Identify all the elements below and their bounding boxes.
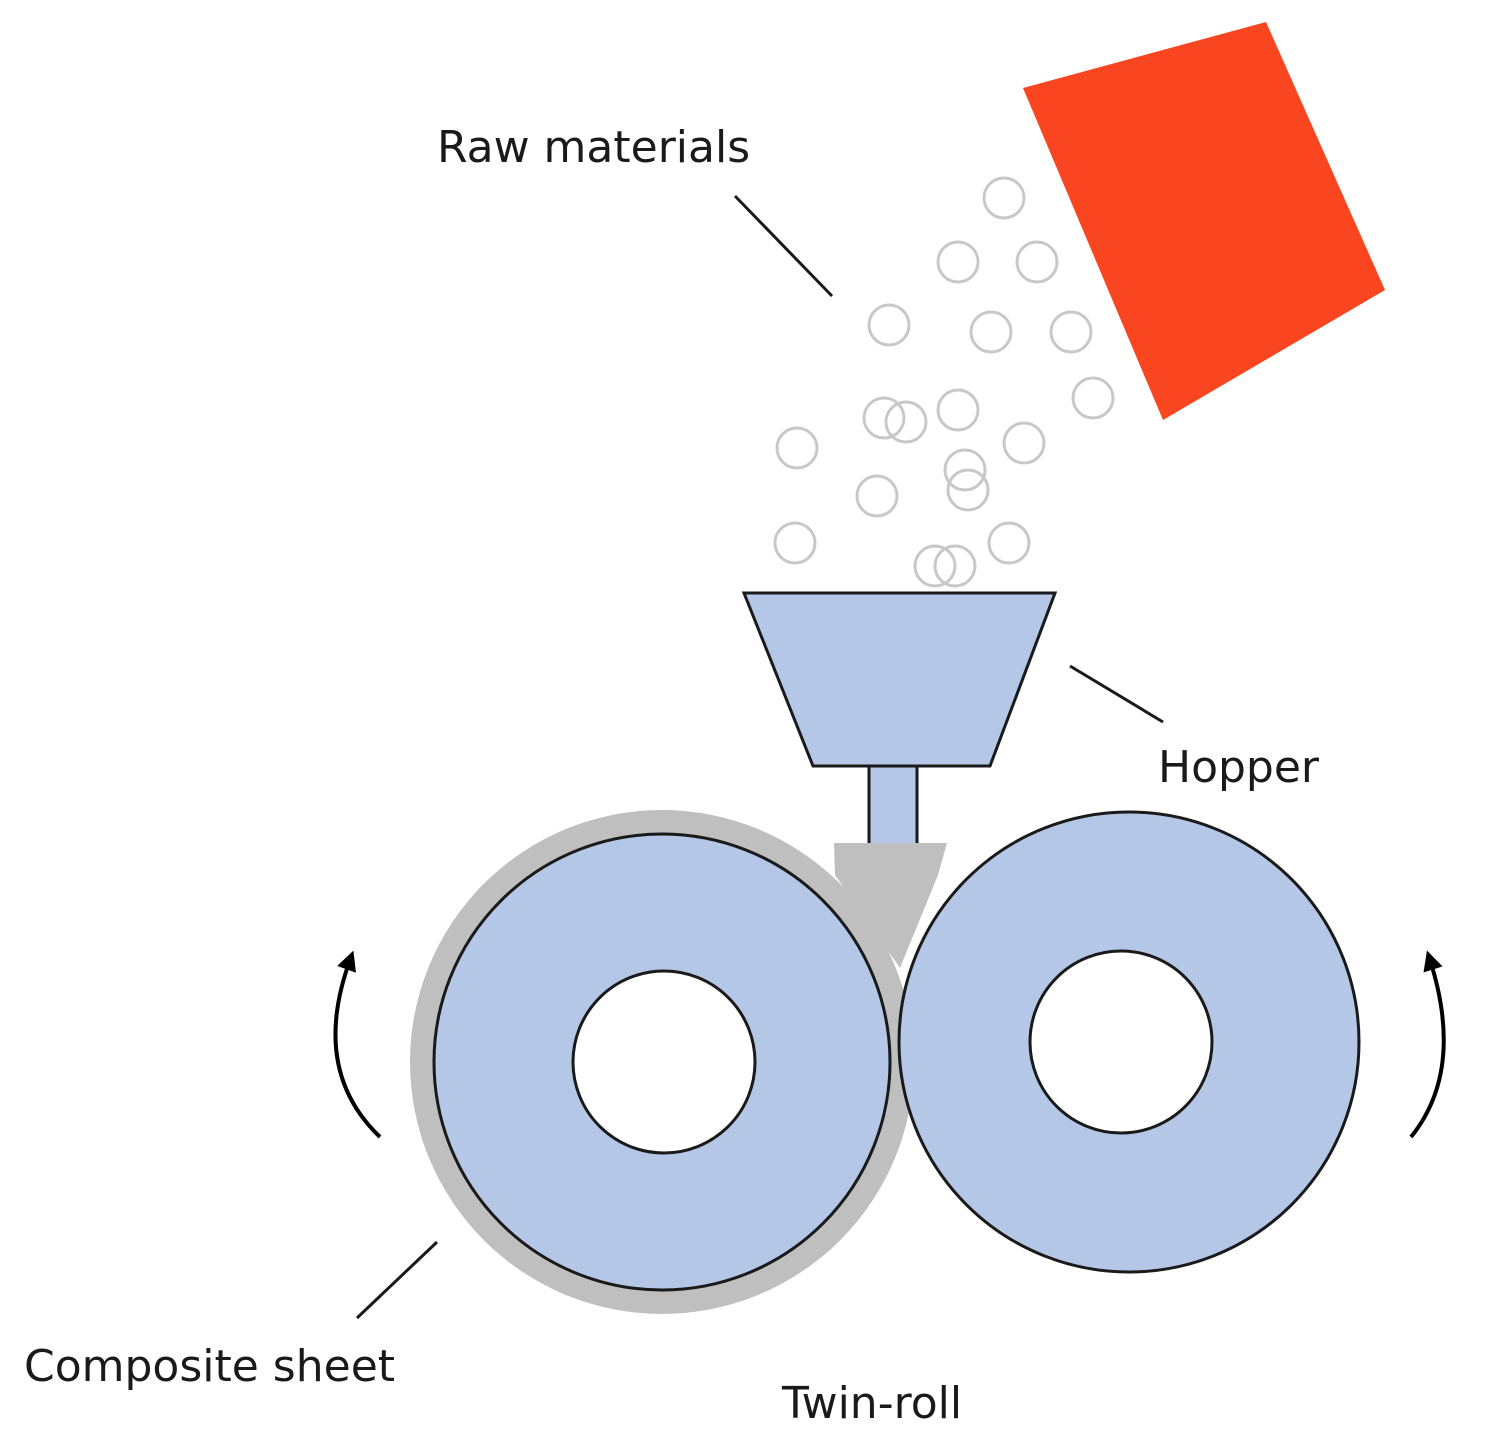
hopper-label: Hopper	[1158, 742, 1320, 793]
composite-sheet-label: Composite sheet	[24, 1341, 395, 1392]
hopper-leader	[1069, 664, 1164, 724]
particle	[946, 468, 990, 512]
twin-roll-label: Twin-roll	[781, 1378, 962, 1429]
particle	[913, 544, 957, 588]
particle	[775, 426, 819, 470]
hopper-nozzle	[867, 764, 919, 847]
particle	[1015, 240, 1059, 284]
particle	[1002, 421, 1046, 465]
particle	[936, 240, 980, 284]
particle	[969, 310, 1013, 354]
left-roll-bore	[571, 969, 757, 1155]
particle	[867, 303, 911, 347]
raw-material-particles	[773, 176, 1115, 588]
particle	[987, 521, 1031, 565]
particle	[936, 388, 980, 432]
hopper	[741, 591, 1058, 847]
right-roll-bore	[1028, 949, 1214, 1135]
particle	[773, 521, 817, 565]
particle	[855, 474, 899, 518]
composite-sheet-nip	[834, 843, 947, 968]
hopper-funnel	[741, 591, 1058, 768]
composite-sheet-leader	[355, 1240, 439, 1320]
raw-materials-leader	[733, 194, 834, 298]
particle	[933, 544, 977, 588]
raw-materials-label: Raw materials	[437, 122, 750, 173]
left-roll	[432, 832, 892, 1292]
left-rotation-arrow	[333, 950, 382, 1139]
right-roll	[897, 810, 1361, 1274]
particle	[1049, 310, 1093, 354]
material-feeder	[1023, 22, 1385, 420]
particle	[943, 448, 987, 492]
particle	[982, 176, 1026, 220]
right-rotation-arrow	[1409, 950, 1446, 1139]
particle	[862, 396, 906, 440]
particle	[884, 400, 928, 444]
particle	[1071, 376, 1115, 420]
